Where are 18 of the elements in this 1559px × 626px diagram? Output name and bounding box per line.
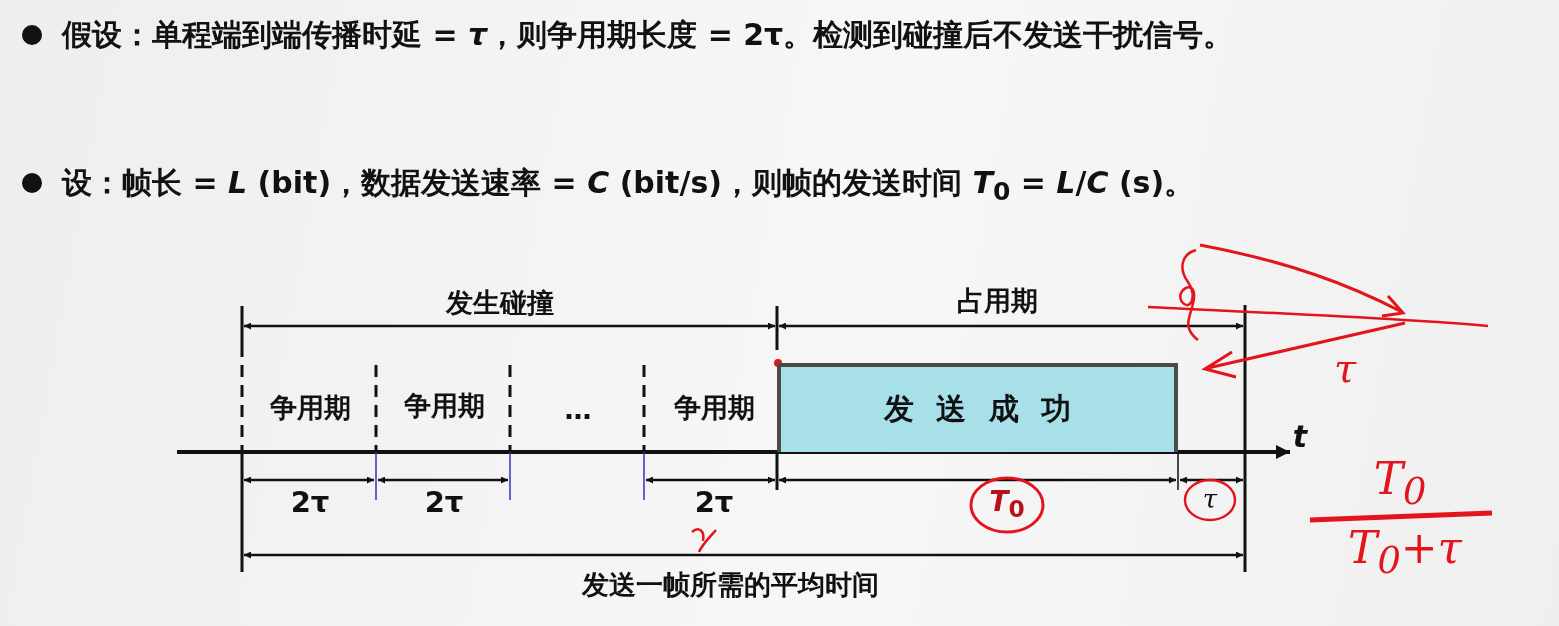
ellipsis-text: …: [564, 395, 592, 425]
success-box: 发送成功: [777, 363, 1178, 452]
dimension-label: 2τ: [694, 487, 734, 519]
bullet-text: 假设：单程端到端传播时延 = τ，则争用期长度 = 2τ。检测到碰撞后不发送干扰信号。: [62, 16, 1235, 54]
dimension-label: τ: [1202, 484, 1218, 514]
period-label: 争用期: [269, 393, 351, 423]
handwritten-denominator: T$_{0}$+τ: [1348, 524, 1462, 582]
bullet-text: 设：帧长 = L (bit)，数据发送速率 = C (bit/s)，则帧的发送时间 T$_{0}$ = L/C (s)。: [62, 164, 1195, 208]
handwritten-numerator: T$_{0}$: [1373, 455, 1427, 513]
dimension-label: 2τ: [424, 487, 464, 519]
dimension-label: 发送一帧所需的平均时间: [581, 570, 879, 600]
span-label: 发生碰撞: [446, 288, 554, 318]
axis-label: t: [1292, 419, 1308, 453]
dimension-label: T$_{0}$: [989, 486, 1025, 524]
span-label: 占用期: [956, 286, 1038, 316]
dimension-label: 2τ: [290, 487, 330, 519]
handwritten-note: τ: [1333, 346, 1357, 390]
period-label: 争用期: [403, 391, 485, 421]
